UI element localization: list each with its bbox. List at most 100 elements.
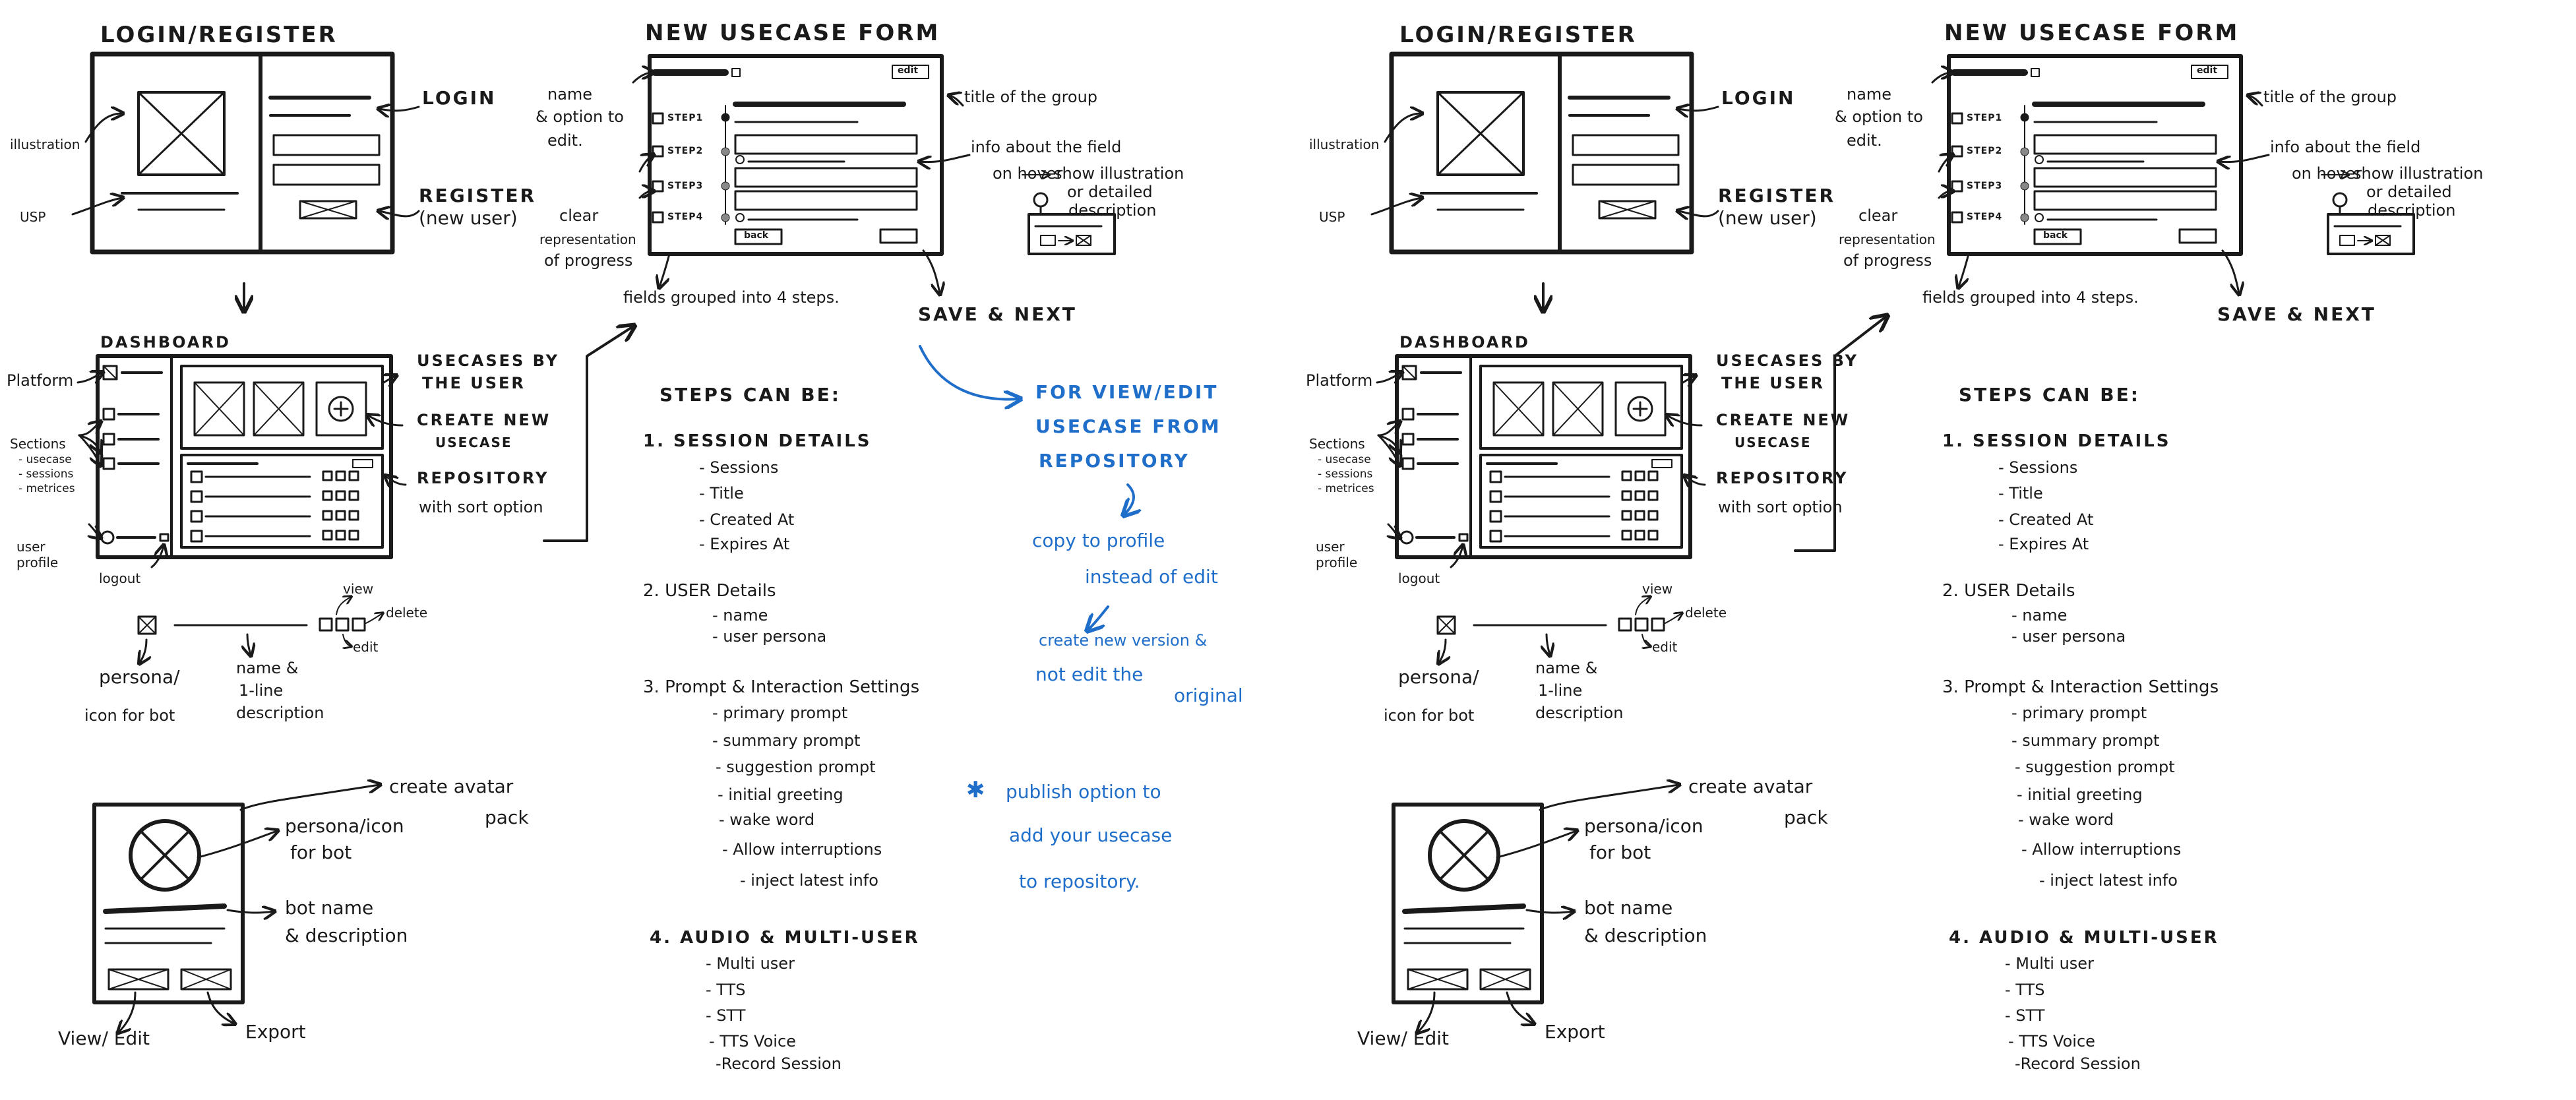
dashboard-title: DASHBOARD [100,333,231,351]
persona-label: icon for bot [1384,706,1475,725]
usecases-label: USECASES BY [1716,351,1859,370]
export-label: Export [245,1021,306,1043]
progress-label: of progress [1843,251,1932,270]
info-label: info about the field [2270,138,2421,156]
create-usecase-label: USECASE [435,435,512,450]
illustration-label: illustration [10,137,80,152]
delete-label: delete [1685,605,1727,621]
save-next-label: SAVE & NEXT [918,303,1077,325]
step-group-item: - Created At [1998,510,2094,529]
step-label: STEP1 [667,113,704,123]
step-group-item: - inject latest info [740,871,878,890]
step-group-head: 3. Prompt & Interaction Settings [1942,677,2219,697]
progress-label: clear [559,206,599,225]
progress-label: representation [539,231,636,247]
blue-note: publish option to [1006,781,1161,803]
repository-label: REPOSITORY [1716,469,1849,487]
name-edit-label: name [1847,85,1892,104]
delete-label: delete [386,605,428,621]
form-title: NEW USECASE FORM [1944,20,2240,46]
step-group-item: - user persona [2011,627,2126,646]
step-group-item: - summary prompt [2011,731,2160,750]
avatar-persona-label: for bot [290,841,352,863]
step-group-item: - Sessions [1998,458,2078,477]
step-group-head: 1. SESSION DETAILS [643,431,872,451]
user-profile-label: user [16,539,46,555]
step-group-item: - name [2011,606,2068,625]
steps-title: STEPS CAN BE: [1959,384,2140,406]
sections-item: - usecase [18,453,72,466]
sort-option-label: with sort option [1718,498,1843,516]
step-group-item: - primary prompt [712,704,848,722]
view-label: view [1642,581,1673,597]
blue-note: instead of edit [1085,566,1218,588]
user-profile-label: profile [1316,555,1358,570]
row-name-label: 1-line [239,681,284,700]
step-label: STEP2 [667,146,704,156]
sketch-panel-right: LOGIN/REGISTER illustration USP LOGIN RE… [1299,0,2576,1100]
sections-label: Sections [1309,436,1365,452]
step-label: STEP1 [1967,113,2003,123]
avatar-persona-label: persona/icon [1584,815,1703,837]
steps-title: STEPS CAN BE: [659,384,841,406]
dashboard-title: DASHBOARD [1399,333,1530,351]
step-group-item: - TTS Voice [709,1032,796,1051]
step-group-item: - initial greeting [718,785,843,804]
step-label: STEP4 [667,212,704,222]
step-group-item: - wake word [2018,810,2114,829]
progress-label: representation [1839,231,1936,247]
view-label: view [343,581,374,597]
step-group-item: - Allow interruptions [2021,840,2182,859]
login-frame [1389,51,1694,255]
platform-label: Platform [1306,371,1373,390]
login-title: LOGIN/REGISTER [1399,22,1637,48]
edit-label: edit [1652,639,1678,655]
repository-label: REPOSITORY [417,469,549,487]
step-group-item: - name [712,606,768,625]
register-sub-label: (new user) [419,207,518,229]
sections-item: - sessions [18,468,74,481]
info-label: show illustration [1054,164,1184,183]
avatar-persona-label: persona/icon [285,815,404,837]
step-group-head: 4. AUDIO & MULTI-USER [1949,928,2219,948]
step-group-item: - wake word [719,810,815,829]
create-usecase-label: CREATE NEW [1716,411,1851,429]
export-label: Export [1545,1021,1605,1043]
register-label: REGISTER [1718,185,1836,206]
wireframe-drawing [1370,51,2415,1100]
create-avatar-label: create avatar [1688,776,1813,797]
form-edit-button: edit [898,65,919,76]
register-label: REGISTER [419,185,537,206]
blue-note: FOR VIEW/EDIT [1035,381,1219,403]
info-label: on hover [993,164,1063,183]
row-name-label: description [1535,704,1624,722]
persona-label: icon for bot [84,706,175,725]
sections-item: - sessions [1318,468,1373,481]
step-group-item: - Created At [699,510,795,529]
blue-note: copy to profile [1032,530,1165,551]
sort-option-label: with sort option [419,498,543,516]
form-title: NEW USECASE FORM [645,20,940,46]
step-group-item: - Title [699,484,744,503]
step-group-item: - TTS Voice [2008,1032,2095,1051]
illustration-placeholder [137,91,226,176]
blue-note: not edit the [1035,663,1144,685]
info-label: info about the field [971,138,1122,156]
name-edit-label: & option to [536,107,624,126]
avatar-card [1392,803,1544,1004]
step-group-head: 3. Prompt & Interaction Settings [643,677,920,697]
avatar-persona-label: for bot [1589,841,1651,863]
info-label: on hover [2292,164,2362,183]
register-sub-label: (new user) [1718,207,1817,229]
name-edit-label: & option to [1835,107,1923,126]
sections-item: - usecase [1318,453,1371,466]
bot-name-label: bot name [1584,897,1673,919]
step-group-item: - Expires At [699,535,790,553]
group-title-label: title of the group [964,88,1098,106]
info-label: or detailed [2366,183,2452,201]
step-group-item: - TTS [2005,981,2045,999]
step-label: STEP3 [1967,181,2003,191]
usp-label: USP [20,209,46,225]
login-label: LOGIN [1721,87,1796,109]
usp-label: USP [1319,209,1345,225]
